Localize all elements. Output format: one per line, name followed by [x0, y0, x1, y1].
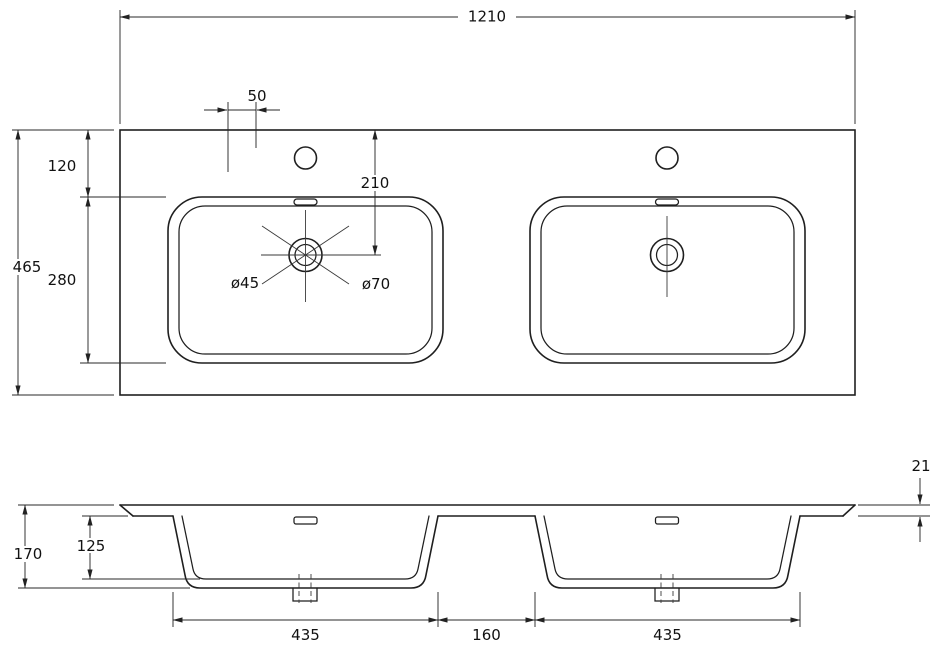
right-bowl-outer-profile: [534, 515, 801, 589]
left-drain-boss: [292, 587, 318, 602]
leader-drain-outer: [261, 225, 350, 285]
front-view-dimensions: 21 170 125 435 160 435: [8, 457, 931, 644]
left-basin-outer: [167, 196, 444, 364]
dim-edge-to-basin: 120: [48, 157, 77, 175]
top-view-dimensions: 1210 465 50 120 280 210 ø45 ø70: [7, 8, 856, 396]
left-faucet-hole: [293, 146, 318, 170]
left-overflow-slot-section: [293, 516, 318, 525]
dim-center-spacing: 160: [472, 626, 501, 644]
dim-faucet-offset: 50: [247, 87, 266, 105]
dim-drain-inner-diameter: ø45: [231, 274, 259, 292]
top-view: [119, 129, 856, 396]
right-overflow-slot-section: [654, 516, 680, 525]
right-overflow-slot: [654, 198, 680, 206]
dim-drain-outer-diameter: ø70: [362, 275, 390, 293]
front-view: [119, 504, 856, 603]
label-mask: [8, 546, 46, 562]
left-basin-inner: [178, 205, 433, 355]
countertop-outline: [119, 129, 856, 396]
dim-basin-inner-depth: 125: [77, 537, 106, 555]
label-mask: [356, 175, 394, 191]
dim-overall-depth: 465: [13, 258, 42, 276]
right-drain-boss: [654, 587, 680, 602]
left-bowl-outer-profile: [172, 515, 439, 589]
dim-right-bowl-width: 435: [653, 626, 682, 644]
dim-edge-to-drain: 210: [361, 174, 390, 192]
left-overflow-slot: [293, 198, 318, 206]
label-mask: [7, 259, 46, 275]
dim-overall-width: 1210: [468, 8, 506, 26]
dim-left-bowl-width: 435: [291, 626, 320, 644]
right-basin-inner: [540, 205, 795, 355]
label-mask: [74, 538, 108, 553]
dim-basin-length: 280: [48, 271, 77, 289]
slab-right-tip: [842, 504, 856, 517]
right-faucet-hole: [655, 146, 679, 170]
dim-overall-height: 170: [14, 545, 43, 563]
slab-left-tip: [119, 504, 134, 517]
dim-rim-thickness: 21: [911, 457, 930, 475]
left-bowl-inner-profile: [181, 515, 430, 580]
label-mask: [458, 8, 516, 25]
right-basin-outer: [529, 196, 806, 364]
right-bowl-inner-profile: [543, 515, 792, 580]
